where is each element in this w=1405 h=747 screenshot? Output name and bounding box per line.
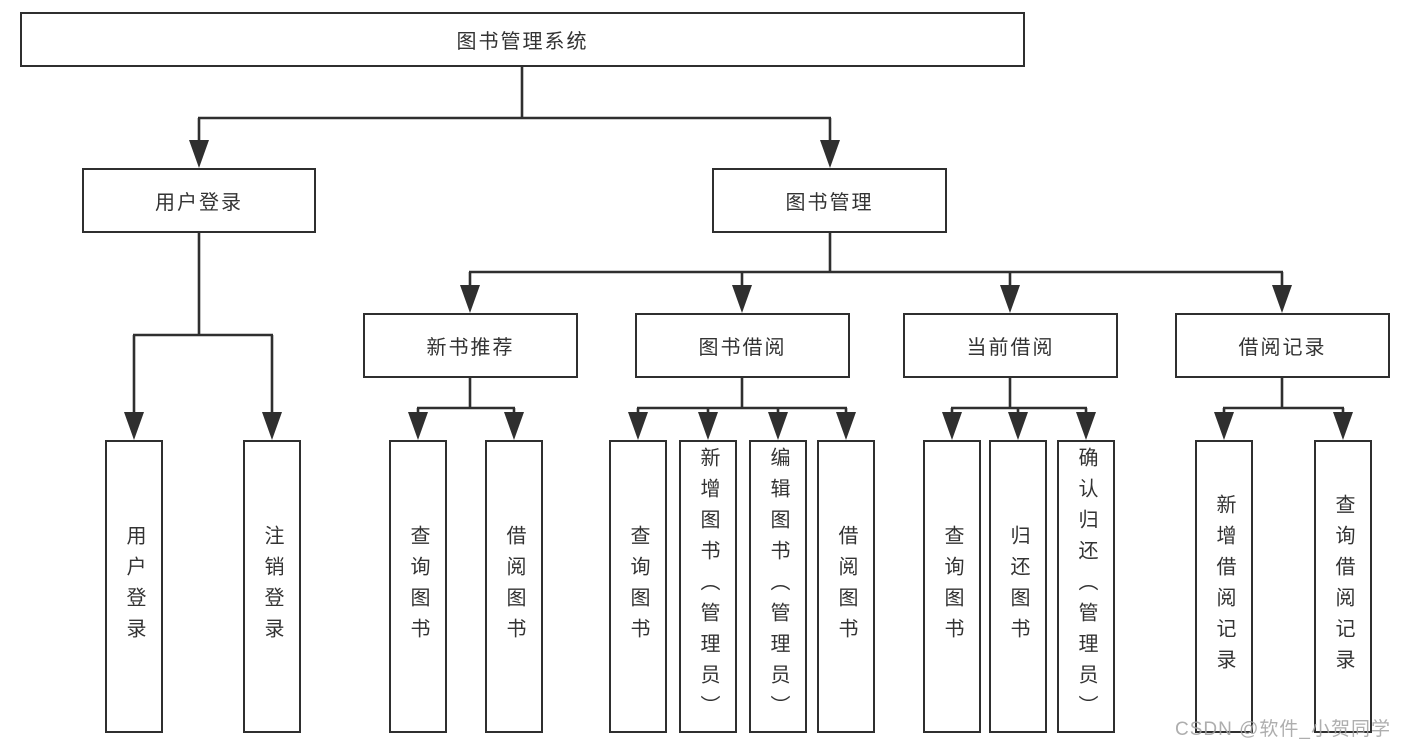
node-user-login: 用户登录 <box>82 168 316 233</box>
leaf-query-books-borrow: 查询图书 <box>609 440 667 733</box>
leaf-logout: 注销登录 <box>243 440 301 733</box>
leaf-add-borrow-record: 新增借阅记录 <box>1195 440 1253 733</box>
node-current-borrowing: 当前借阅 <box>903 313 1118 378</box>
leaf-borrow-books-recommend: 借阅图书 <box>485 440 543 733</box>
node-book-management: 图书管理 <box>712 168 947 233</box>
leaf-borrow-books: 借阅图书 <box>817 440 875 733</box>
leaf-confirm-return-admin: 确认归还（管理员） <box>1057 440 1115 733</box>
csdn-watermark: CSDN @软件_小贺同学 <box>1175 719 1391 740</box>
leaf-query-borrow-record: 查询借阅记录 <box>1314 440 1372 733</box>
leaf-query-books-recommend: 查询图书 <box>389 440 447 733</box>
node-borrowing-records: 借阅记录 <box>1175 313 1390 378</box>
leaf-user-login: 用户登录 <box>105 440 163 733</box>
node-book-borrowing: 图书借阅 <box>635 313 850 378</box>
node-new-book-recommendation: 新书推荐 <box>363 313 578 378</box>
leaf-query-books-current: 查询图书 <box>923 440 981 733</box>
leaf-add-books-admin: 新增图书（管理员） <box>679 440 737 733</box>
leaf-return-books: 归还图书 <box>989 440 1047 733</box>
leaf-edit-books-admin: 编辑图书（管理员） <box>749 440 807 733</box>
node-root: 图书管理系统 <box>20 12 1025 67</box>
